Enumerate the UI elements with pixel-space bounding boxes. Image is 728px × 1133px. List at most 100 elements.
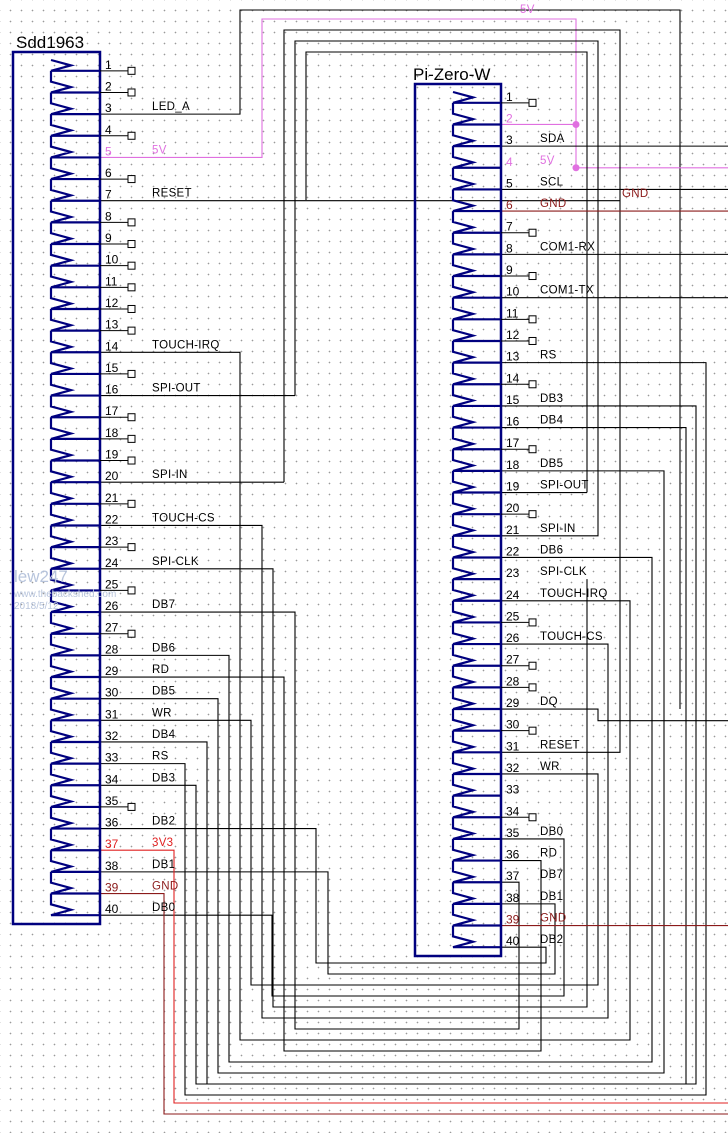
pin-number: 28 xyxy=(506,674,520,688)
pin-34: 34 xyxy=(501,804,537,822)
no-connect-icon xyxy=(528,510,537,519)
no-connect-icon xyxy=(528,661,537,670)
pin-number: 22 xyxy=(105,512,119,526)
pin-number: 17 xyxy=(506,436,520,450)
no-connect-icon xyxy=(528,726,537,735)
pin-label: LED_A xyxy=(152,101,190,113)
wire-db2 xyxy=(100,828,547,964)
pin-number: 30 xyxy=(506,718,520,732)
pin-label: SDA xyxy=(540,133,565,145)
wire-db6 xyxy=(100,556,653,1063)
pin-number: 19 xyxy=(506,480,520,494)
pin-10: 10 xyxy=(100,253,136,270)
pin-number: 23 xyxy=(506,566,520,580)
pin-zigzag xyxy=(451,90,501,949)
watermark-date: 2018/5/12 xyxy=(14,601,59,612)
no-connect-icon xyxy=(528,336,537,345)
net-label-gnd-right: GND xyxy=(622,188,648,200)
pin-label: DB1 xyxy=(152,859,175,871)
no-connect-icon xyxy=(127,369,136,378)
pin-number: 15 xyxy=(105,361,119,375)
no-connect-icon xyxy=(127,131,136,140)
wire-db0 xyxy=(100,838,565,997)
pin-2: 2 xyxy=(506,111,513,125)
no-connect-icon xyxy=(127,218,136,227)
pin-4: 4 5V xyxy=(506,155,555,169)
pin-23: 23 xyxy=(100,534,136,552)
pin-label: TOUCH-CS xyxy=(540,631,603,643)
pin-number: 12 xyxy=(105,296,119,310)
wire-spi-clk xyxy=(100,568,588,1008)
wire-wr xyxy=(100,719,599,986)
junction-dot xyxy=(572,164,580,172)
pin-label: DB7 xyxy=(152,599,175,611)
pin-label: RD xyxy=(540,848,557,860)
pin-number: 21 xyxy=(506,523,520,537)
pin-8: 8 xyxy=(100,209,136,227)
pin-number: 31 xyxy=(105,707,119,721)
pin-number: 21 xyxy=(105,491,119,505)
no-connect-icon xyxy=(528,445,537,454)
pin-label: DB4 xyxy=(152,729,176,741)
pin-label: DB0 xyxy=(152,902,175,914)
pin-number: 4 xyxy=(506,155,513,169)
pin-number: 40 xyxy=(105,902,119,916)
pin-number: 38 xyxy=(506,891,520,905)
pin-number: 29 xyxy=(105,664,119,678)
no-connect-icon xyxy=(127,175,136,184)
wire-rs xyxy=(100,362,707,1096)
pin-label: DB5 xyxy=(540,458,563,470)
watermark-site: www.thebackshed.com xyxy=(13,589,116,600)
pin-number: 25 xyxy=(506,609,520,623)
pin-number: 18 xyxy=(506,458,520,472)
pin-17: 17 xyxy=(501,436,537,454)
no-connect-icon xyxy=(127,326,136,335)
wire-rd xyxy=(100,676,542,1052)
no-connect-icon xyxy=(127,66,136,75)
pin-18: 18 DB5 xyxy=(506,458,563,472)
pin-number: 22 xyxy=(506,544,520,558)
component-body xyxy=(413,82,503,958)
pin-number: 1 xyxy=(506,90,513,104)
pin-number: 9 xyxy=(105,231,112,245)
pin-label: DB7 xyxy=(540,869,563,881)
pin-30: 30 DB5 xyxy=(105,686,175,700)
wire-led-a xyxy=(100,9,681,710)
component-body xyxy=(11,50,102,926)
pin-number: 6 xyxy=(105,166,112,180)
pin-1: 1 xyxy=(100,58,136,75)
pin-number: 6 xyxy=(506,198,513,212)
pin-30: 30 xyxy=(501,718,537,735)
pin-number: 3 xyxy=(105,101,112,115)
wire-db3 xyxy=(100,405,697,1085)
pin-number: 33 xyxy=(506,783,520,797)
pin-number: 16 xyxy=(105,383,119,397)
no-connect-icon xyxy=(127,543,136,552)
pin-label: 3V3 xyxy=(152,837,173,849)
pin-25: 25 xyxy=(100,577,136,595)
pin-20: 20 xyxy=(501,501,537,519)
pin-label: 5V xyxy=(540,155,555,167)
pin-number: 30 xyxy=(105,686,119,700)
pin-label: DB5 xyxy=(152,686,175,698)
pin-number: 7 xyxy=(506,220,513,234)
wire-gnd xyxy=(100,892,728,1115)
pin-number: 10 xyxy=(506,285,520,299)
